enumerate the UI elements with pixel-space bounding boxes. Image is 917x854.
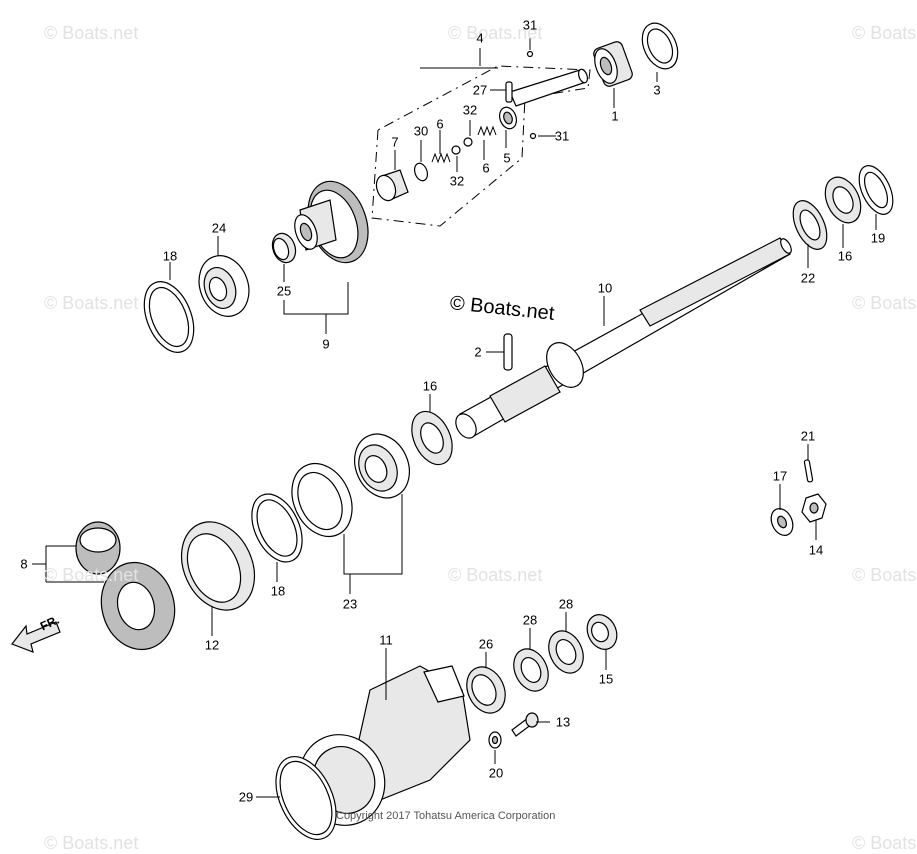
part-9-gear <box>294 180 369 264</box>
watermark-3: © Boats.net <box>852 23 917 43</box>
callout-2: 2 <box>474 344 482 360</box>
callout-18b: 18 <box>270 583 286 599</box>
part-8-forward-gear <box>100 561 176 651</box>
part-14-nut <box>801 493 827 523</box>
part-1-clutch-dog <box>593 41 633 87</box>
callout-6b: 6 <box>482 160 490 176</box>
callout-26: 26 <box>478 636 494 652</box>
watermark-10: © Boats.net <box>852 833 917 853</box>
watermark-4: © Boats.net <box>44 293 139 313</box>
callout-7: 7 <box>391 134 399 150</box>
part-32-ball-2 <box>451 145 461 155</box>
callout-28b: 28 <box>558 596 574 612</box>
callout-22: 22 <box>800 270 816 286</box>
part-31-ball <box>526 50 534 58</box>
part-16-washer-2 <box>411 410 453 466</box>
callout-18: 18 <box>162 248 178 264</box>
callout-3: 3 <box>653 82 661 98</box>
front-arrow <box>11 621 61 653</box>
part-19-washer <box>858 165 894 215</box>
callout-17: 17 <box>772 468 788 484</box>
callout-10: 10 <box>597 280 613 296</box>
part-7-plunger <box>375 169 409 202</box>
part-25-needle-bearing <box>271 232 297 264</box>
part-6-spring-2 <box>431 152 451 164</box>
part-17-washer <box>770 508 794 536</box>
part-24-ball-bearing <box>198 255 250 317</box>
callout-28: 28 <box>522 612 538 628</box>
callout-31b: 31 <box>554 128 570 144</box>
callout-21: 21 <box>800 428 816 444</box>
copyright-text: Copyright 2017 Tohatsu America Corporati… <box>336 810 556 822</box>
callout-16b: 16 <box>837 248 853 264</box>
part-10-propeller-shaft <box>455 237 792 439</box>
callout-4: 4 <box>476 30 484 46</box>
part-8-pinion-gear <box>75 521 121 575</box>
part-18-ring <box>143 281 195 353</box>
watermark-7: © Boats.net <box>448 565 543 585</box>
part-16-washer <box>824 176 862 224</box>
part-15-spacer <box>586 614 618 650</box>
watermark-9: © Boats.net <box>44 833 139 853</box>
part-28-oil-seal <box>513 648 549 692</box>
part-28-oil-seal-2 <box>548 630 584 674</box>
watermark-2: © Boats.net <box>448 23 543 43</box>
callout-8: 8 <box>20 556 28 572</box>
callout-11: 11 <box>379 632 393 648</box>
part-23-bearing-race <box>291 462 353 538</box>
part-13-bolt <box>511 712 539 737</box>
leader-lines <box>32 38 877 798</box>
callout-24: 24 <box>211 220 227 236</box>
part-23-tapered-bearing <box>354 433 410 499</box>
part-5-collar <box>498 106 518 130</box>
callout-32: 32 <box>462 102 478 118</box>
part-6-spring <box>477 125 497 137</box>
watermark-8: © Boats.net <box>852 565 917 585</box>
callout-16: 16 <box>422 378 438 394</box>
part-26-needle-bearing <box>466 666 506 714</box>
callout-27: 27 <box>472 82 488 98</box>
part-18-ring-2 <box>251 493 303 563</box>
callout-23: 23 <box>342 596 358 612</box>
callout-12: 12 <box>204 637 220 653</box>
part-27-pin <box>505 81 513 103</box>
callout-1: 1 <box>611 108 619 124</box>
callout-31: 31 <box>522 17 538 33</box>
callout-25: 25 <box>276 283 292 299</box>
callout-30: 30 <box>413 123 429 139</box>
part-4-shift-rod <box>509 68 589 107</box>
part-21-cotter-pin <box>803 459 814 483</box>
callout-20: 20 <box>488 765 504 781</box>
callout-13: 13 <box>555 714 571 730</box>
part-30-ring <box>413 162 429 182</box>
part-12-bearing-housing <box>180 521 256 611</box>
watermark-5: © Boats.net <box>852 293 917 313</box>
callout-19: 19 <box>870 230 886 246</box>
watermark-1: © Boats.net <box>44 23 139 43</box>
callout-29: 29 <box>238 789 254 805</box>
part-2-pin <box>503 333 513 371</box>
callout-14: 14 <box>808 542 824 558</box>
part-3-ring <box>641 22 679 70</box>
callout-32b: 32 <box>449 173 465 189</box>
part-22-thrust-bearing <box>792 200 828 250</box>
part-20-washer <box>488 731 502 749</box>
callout-15: 15 <box>598 671 614 687</box>
callout-5: 5 <box>503 150 511 166</box>
callout-9: 9 <box>322 336 330 352</box>
part-32-ball <box>463 137 473 147</box>
part-29-o-ring <box>275 756 337 840</box>
callout-6: 6 <box>436 116 444 132</box>
watermark-6: © Boats.net <box>44 565 139 585</box>
part-31-ball-2 <box>529 132 537 140</box>
